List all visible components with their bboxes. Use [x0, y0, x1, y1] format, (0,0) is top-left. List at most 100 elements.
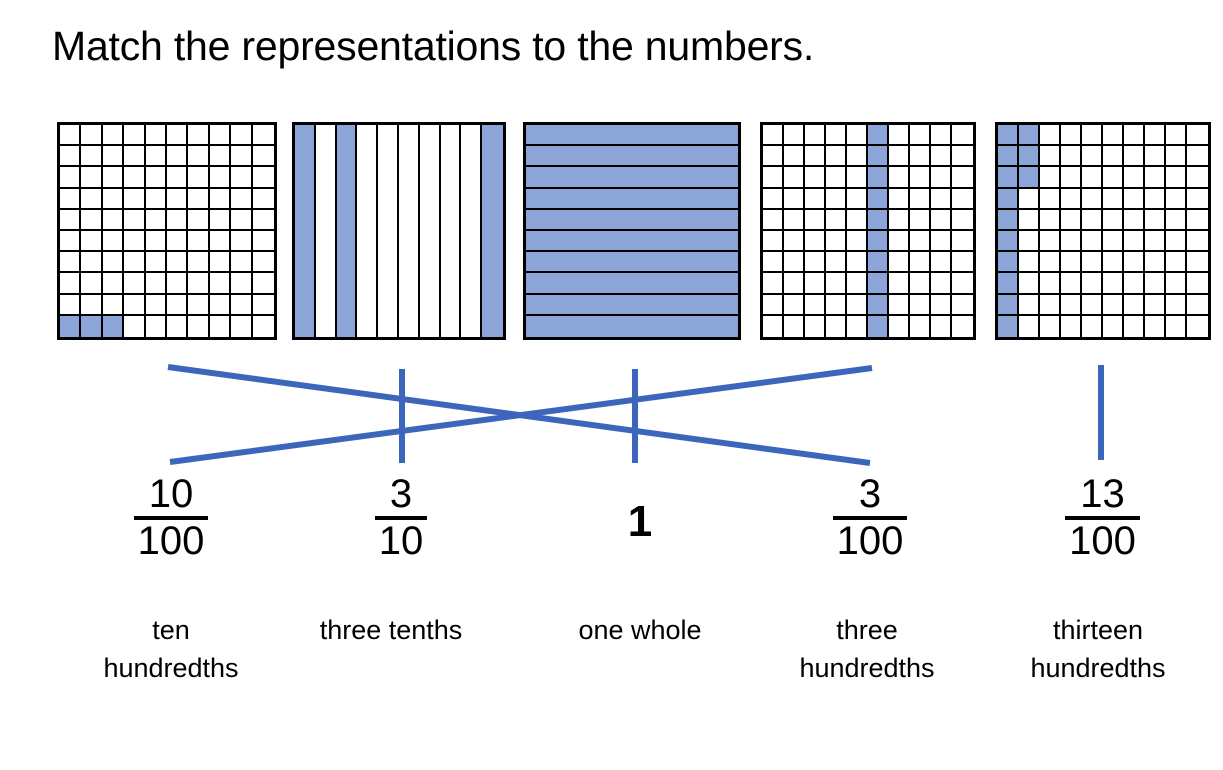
grid-cell: [1124, 125, 1145, 147]
grid-cell: [784, 252, 805, 274]
grid-cell: [1019, 146, 1040, 168]
grid-cell: [188, 125, 210, 147]
grid-cell: [461, 125, 483, 337]
model-whole-rows-all-shaded[interactable]: [523, 122, 741, 340]
grid-cell: [1124, 146, 1145, 168]
grid-cell: [526, 294, 738, 316]
grid-cell: [889, 209, 910, 231]
grid-cell: [81, 273, 103, 295]
number-label-three-tenths[interactable]: 3 10: [326, 474, 476, 562]
grid-cell: [1082, 231, 1103, 253]
grid-cell: [868, 294, 889, 316]
fraction-denominator: 100: [832, 515, 908, 562]
grid-cell: [1124, 315, 1145, 337]
grid-cell: [1019, 125, 1040, 147]
grid-cell: [441, 125, 462, 337]
grid-cell: [998, 188, 1019, 210]
grid-cell: [1082, 209, 1103, 231]
grid-cell: [252, 189, 274, 210]
grid-cell: [188, 294, 210, 316]
grid-cell: [1124, 273, 1145, 295]
grid-cell: [167, 315, 189, 337]
grid-cell: [526, 273, 738, 295]
model-tenths-columns-3-shaded[interactable]: [292, 122, 506, 340]
grid-cell: [1082, 188, 1103, 210]
grid-cell: [60, 209, 82, 231]
model-hundredths-grid-column-6-shaded[interactable]: [760, 122, 976, 340]
grid-cell: [1145, 146, 1166, 168]
grid-cell: [336, 125, 358, 337]
grid-cell: [145, 231, 167, 253]
grid-cell: [102, 188, 125, 210]
grid-cell: [763, 273, 784, 295]
grid-cell: [826, 125, 847, 147]
grid-cell: [188, 167, 210, 189]
grid-cell: [889, 188, 910, 210]
number-label-thirteen-hundredths[interactable]: 13 100: [1020, 474, 1185, 562]
grid-cell: [124, 125, 146, 147]
grid-cell: [1061, 188, 1082, 210]
number-label-one-whole[interactable]: 1: [575, 500, 705, 544]
grid-cell: [124, 167, 146, 189]
grid-cell: [1019, 252, 1040, 274]
grid-cell: [253, 316, 274, 337]
number-label-ten-hundredths[interactable]: 10 100: [86, 474, 256, 562]
grid-cell: [847, 315, 868, 337]
grid-cell: [60, 125, 82, 147]
grid-cell: [931, 252, 952, 274]
grid-cell: [1103, 188, 1124, 210]
grid-cell: [145, 167, 167, 189]
grid-cell: [146, 315, 167, 337]
number-label-three-hundredths[interactable]: 3 100: [795, 474, 945, 562]
grid-cell: [166, 167, 189, 189]
grid-cell: [826, 167, 847, 189]
grid-cell: [166, 252, 189, 274]
grid-cell: [1166, 315, 1187, 337]
grid-cell: [124, 315, 146, 337]
whole-number-one: 1: [627, 497, 653, 546]
fraction-denominator: 100: [133, 515, 209, 562]
grid-cell: [231, 209, 253, 231]
grid-cell: [420, 125, 441, 337]
grid-cell: [826, 273, 847, 295]
grid-cell: [952, 231, 973, 253]
grid-cell: [188, 252, 210, 274]
grid-cell: [847, 294, 868, 316]
grid-cell: [931, 273, 952, 295]
grid-cell: [209, 125, 232, 147]
model-hundredths-grid-3-shaded[interactable]: [57, 122, 277, 340]
grid-cell: [526, 315, 738, 337]
grid-cell: [124, 231, 146, 253]
grid-cell: [209, 146, 232, 168]
grid-cell: [166, 294, 189, 316]
grid-cell: [482, 125, 503, 337]
grid-cell: [1040, 146, 1061, 168]
grid-cell: [1187, 210, 1208, 231]
grid-cell: [1145, 273, 1166, 295]
fraction-ten-hundredths: 10 100: [133, 474, 209, 562]
grid-cell: [868, 273, 889, 295]
grid-cell: [784, 273, 805, 295]
grid-cell: [81, 315, 103, 337]
grid-cells: [295, 125, 503, 337]
grid-cell: [188, 188, 210, 210]
grid-cell: [1187, 316, 1208, 337]
grid-cell: [81, 188, 103, 210]
grid-cell: [998, 294, 1019, 316]
model-hundredths-grid-13-shaded[interactable]: [995, 122, 1211, 340]
grid-cell: [826, 188, 847, 210]
grid-cell: [526, 167, 738, 189]
grid-cell: [252, 252, 274, 274]
grid-cell: [889, 315, 910, 337]
grid-cell: [1166, 294, 1187, 316]
grid-cell: [1166, 231, 1187, 253]
grid-cell: [1040, 188, 1061, 210]
grid-cell: [1040, 231, 1061, 253]
grid-cell: [784, 188, 805, 210]
grid-cell: [763, 209, 784, 231]
grid-cell: [1166, 252, 1187, 274]
grid-cell: [1187, 167, 1208, 189]
grid-cell: [763, 146, 784, 168]
word-line-1: thirteen: [1052, 615, 1144, 645]
grid-cell: [231, 273, 253, 295]
